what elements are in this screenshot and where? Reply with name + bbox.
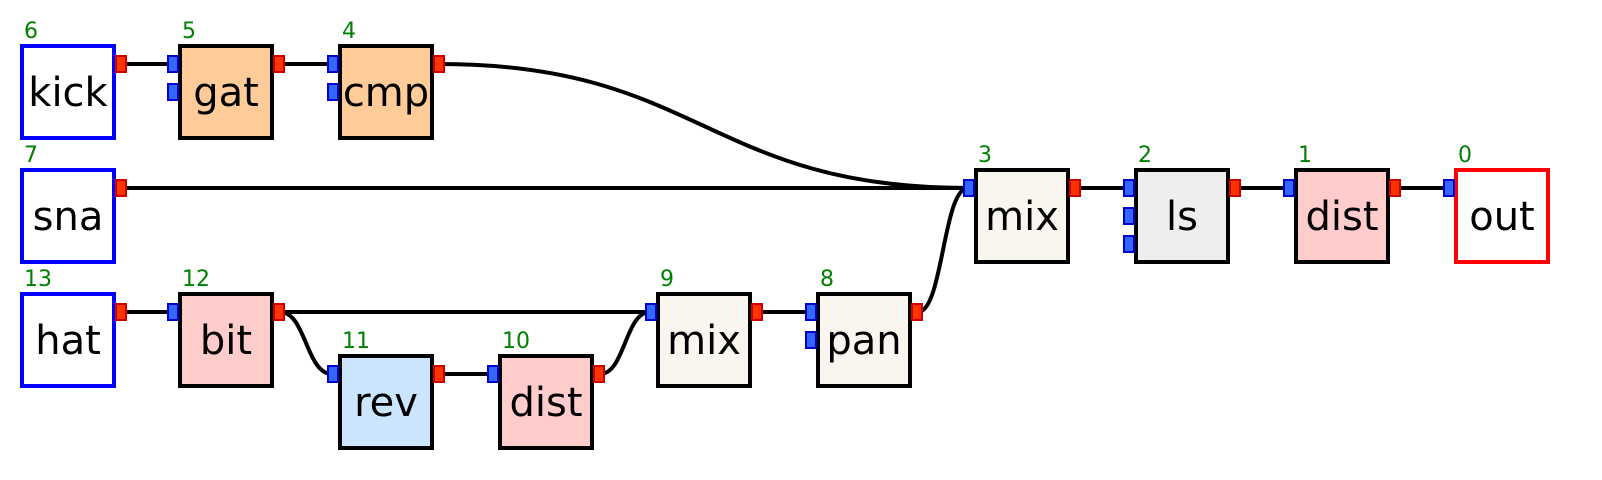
node-box [656, 292, 752, 388]
node-name-label: dist [1305, 194, 1378, 240]
node-dist-10[interactable]: 10 dist [487, 329, 605, 450]
node-gat-5[interactable]: 5 gat [167, 19, 285, 140]
node-name-label: hat [35, 318, 101, 364]
node-layer: 0 out 1 dist 2 ls 3 mix 4 cmp 5 gat 6 kick 7 sna 8 pan 9 mi… [20, 19, 1550, 450]
node-box [20, 44, 116, 140]
input-port[interactable] [1123, 207, 1135, 225]
node-index-label: 10 [502, 329, 530, 354]
input-port[interactable] [963, 179, 975, 197]
output-port[interactable] [273, 303, 285, 321]
node-name-label: sna [33, 194, 104, 240]
input-port[interactable] [167, 303, 179, 321]
node-sna-7[interactable]: 7 sna [20, 143, 127, 264]
node-name-label: dist [509, 380, 582, 426]
input-port[interactable] [805, 303, 817, 321]
node-box [816, 292, 912, 388]
node-index-label: 9 [660, 267, 674, 292]
node-name-label: gat [193, 70, 259, 116]
node-index-label: 11 [342, 329, 370, 354]
node-kick-6[interactable]: 6 kick [20, 19, 127, 140]
output-port[interactable] [593, 365, 605, 383]
node-name-label: ls [1166, 194, 1198, 240]
node-box [1454, 168, 1550, 264]
input-port[interactable] [645, 303, 657, 321]
wire-layer [122, 62, 1448, 376]
node-mix-3[interactable]: 3 mix [963, 143, 1081, 264]
input-port[interactable] [167, 83, 179, 101]
node-dist-1[interactable]: 1 dist [1283, 143, 1401, 264]
node-name-label: cmp [343, 70, 429, 116]
node-ls-2[interactable]: 2 ls [1123, 143, 1241, 264]
input-port[interactable] [327, 55, 339, 73]
node-box [178, 44, 274, 140]
node-box [20, 292, 116, 388]
output-port[interactable] [433, 365, 445, 383]
node-name-label: mix [667, 318, 741, 364]
node-index-label: 8 [820, 267, 834, 292]
node-index-label: 12 [182, 267, 210, 292]
input-port[interactable] [1123, 235, 1135, 253]
node-name-label: rev [354, 380, 418, 426]
output-port[interactable] [115, 303, 127, 321]
node-box [338, 44, 434, 140]
output-port[interactable] [911, 303, 923, 321]
output-port[interactable] [751, 303, 763, 321]
output-port[interactable] [115, 179, 127, 197]
node-out-0[interactable]: 0 out [1443, 143, 1550, 264]
node-index-label: 7 [24, 143, 38, 168]
node-hat-13[interactable]: 13 hat [20, 267, 127, 388]
node-index-label: 0 [1458, 143, 1472, 168]
node-name-label: bit [200, 318, 252, 364]
output-port[interactable] [1389, 179, 1401, 197]
node-index-label: 1 [1298, 143, 1312, 168]
node-index-label: 2 [1138, 143, 1152, 168]
output-port[interactable] [433, 55, 445, 73]
node-cmp-4[interactable]: 4 cmp [327, 19, 445, 140]
node-index-label: 6 [24, 19, 38, 44]
node-name-label: out [1469, 194, 1535, 240]
node-index-label: 13 [24, 267, 52, 292]
node-box [178, 292, 274, 388]
node-box [1134, 168, 1230, 264]
node-name-label: mix [985, 194, 1059, 240]
wire-10-to-9 [599, 310, 651, 376]
node-bit-12[interactable]: 12 bit [167, 267, 285, 388]
node-box [1294, 168, 1390, 264]
node-box [498, 354, 594, 450]
input-port[interactable] [487, 365, 499, 383]
wire-12-to-11 [279, 310, 333, 376]
output-port[interactable] [1069, 179, 1081, 197]
output-port[interactable] [273, 55, 285, 73]
node-name-label: pan [826, 318, 901, 364]
output-port[interactable] [1229, 179, 1241, 197]
wire-4-to-3 [439, 62, 969, 190]
input-port[interactable] [1443, 179, 1455, 197]
input-port[interactable] [1283, 179, 1295, 197]
node-box [338, 354, 434, 450]
input-port[interactable] [805, 331, 817, 349]
node-index-label: 5 [182, 19, 196, 44]
node-pan-8[interactable]: 8 pan [805, 267, 923, 388]
node-index-label: 4 [342, 19, 356, 44]
input-port[interactable] [167, 55, 179, 73]
node-mix-9[interactable]: 9 mix [645, 267, 763, 388]
input-port[interactable] [1123, 179, 1135, 197]
input-port[interactable] [327, 83, 339, 101]
node-name-label: kick [28, 70, 108, 116]
input-port[interactable] [327, 365, 339, 383]
wire-8-to-3 [917, 186, 969, 314]
node-box [20, 168, 116, 264]
node-box [974, 168, 1070, 264]
output-port[interactable] [115, 55, 127, 73]
node-index-label: 3 [978, 143, 992, 168]
node-rev-11[interactable]: 11 rev [327, 329, 445, 450]
